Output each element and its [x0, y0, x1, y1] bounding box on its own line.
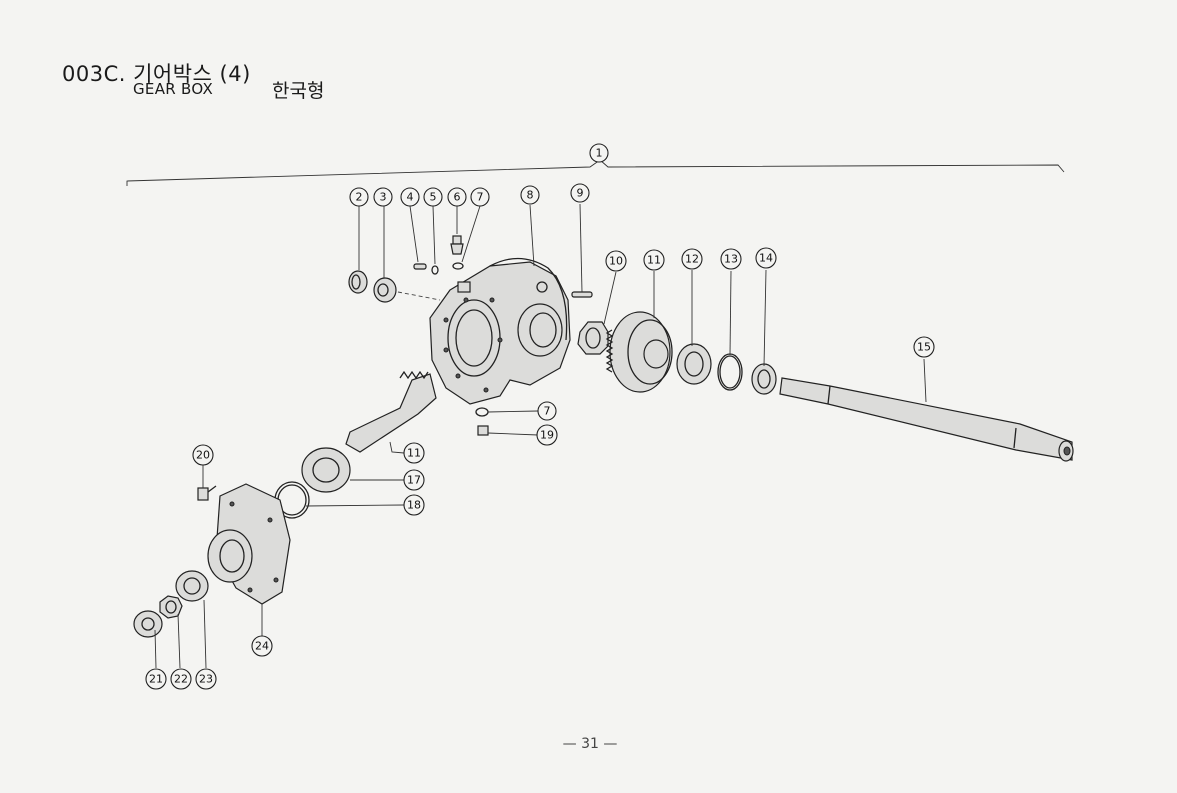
- part-6-breather: [450, 235, 464, 255]
- part-15-output-shaft: [779, 377, 1074, 462]
- part-17-bearing: [301, 447, 351, 493]
- page-subtitle: GEAR BOX: [133, 80, 214, 98]
- svg-text:20: 20: [196, 449, 210, 462]
- callout-13: 13: [720, 248, 742, 270]
- part-3-bearing: [373, 277, 397, 303]
- callout-23: 23: [195, 668, 217, 690]
- svg-text:3: 3: [380, 191, 387, 204]
- svg-text:5: 5: [430, 191, 437, 204]
- svg-text:22: 22: [174, 673, 188, 686]
- svg-text:12: 12: [685, 253, 699, 266]
- part-14-oil-seal: [751, 363, 777, 395]
- part-12-bearing: [676, 343, 712, 385]
- part-2-cap: [348, 270, 368, 294]
- callout-7-top: 7: [470, 187, 490, 207]
- callout-3: 3: [373, 187, 393, 207]
- svg-text:24: 24: [255, 640, 269, 653]
- callout-22: 22: [170, 668, 192, 690]
- part-24-flange-housing: [207, 483, 291, 605]
- svg-text:6: 6: [454, 191, 461, 204]
- callout-19: 19: [536, 424, 558, 446]
- part-13-o-ring: [717, 353, 743, 391]
- callout-12: 12: [681, 248, 703, 270]
- variant-label: 한국형: [272, 80, 325, 102]
- part-11-pinion-shaft: [345, 370, 437, 453]
- svg-text:23: 23: [199, 673, 213, 686]
- svg-text:7: 7: [477, 191, 484, 204]
- callout-24: 24: [251, 635, 273, 657]
- svg-text:15: 15: [917, 341, 931, 354]
- callout-6: 6: [447, 187, 467, 207]
- callout-8: 8: [520, 185, 540, 205]
- callout-4: 4: [400, 187, 420, 207]
- svg-text:19: 19: [540, 429, 554, 442]
- part-8-gearbox-housing: [429, 257, 571, 405]
- assembly-bracket: [126, 159, 1065, 186]
- part-9-pin: [571, 291, 593, 298]
- callout-2: 2: [349, 187, 369, 207]
- alignment-line-3: [397, 291, 441, 301]
- callout-21: 21: [145, 668, 167, 690]
- leader-lines: [154, 203, 927, 669]
- page-title: 003C. 기어박스 (4): [62, 62, 251, 86]
- part-19-drain-plug: [477, 425, 489, 436]
- part-21-washer: [133, 610, 163, 638]
- callout-7-bottom: 7: [537, 401, 557, 421]
- svg-text:2: 2: [356, 191, 363, 204]
- callout-9: 9: [570, 183, 590, 203]
- callout-11-top: 11: [643, 249, 665, 271]
- callout-14: 14: [755, 247, 777, 269]
- part-22-nut: [159, 595, 183, 619]
- callout-18: 18: [403, 494, 425, 516]
- svg-text:13: 13: [724, 253, 738, 266]
- svg-text:8: 8: [527, 189, 534, 202]
- svg-text:18: 18: [407, 499, 421, 512]
- svg-text:10: 10: [609, 255, 623, 268]
- svg-text:1: 1: [596, 147, 603, 160]
- svg-text:4: 4: [407, 191, 414, 204]
- part-11-bevel-gear: [605, 311, 673, 393]
- part-10-nut: [577, 321, 609, 355]
- svg-text:21: 21: [149, 673, 163, 686]
- svg-text:11: 11: [647, 254, 661, 267]
- part-20-bolt: [197, 485, 217, 501]
- callout-5: 5: [423, 187, 443, 207]
- svg-text:14: 14: [759, 252, 773, 265]
- svg-text:11: 11: [407, 447, 421, 460]
- callout-17: 17: [403, 469, 425, 491]
- part-4-pin: [413, 263, 427, 270]
- page-number: — 31 —: [562, 736, 618, 752]
- part-23-bearing: [175, 570, 209, 602]
- svg-text:9: 9: [577, 187, 584, 200]
- svg-text:7: 7: [544, 405, 551, 418]
- svg-text:17: 17: [407, 474, 421, 487]
- part-7-washer-top: [452, 262, 464, 270]
- callout-20: 20: [192, 444, 214, 466]
- part-7-washer-bottom: [475, 407, 489, 417]
- callout-15: 15: [913, 336, 935, 358]
- callout-11-bottom: 11: [403, 442, 425, 464]
- callout-10: 10: [605, 250, 627, 272]
- part-5-washer: [431, 265, 439, 275]
- callout-1: 1: [589, 143, 609, 163]
